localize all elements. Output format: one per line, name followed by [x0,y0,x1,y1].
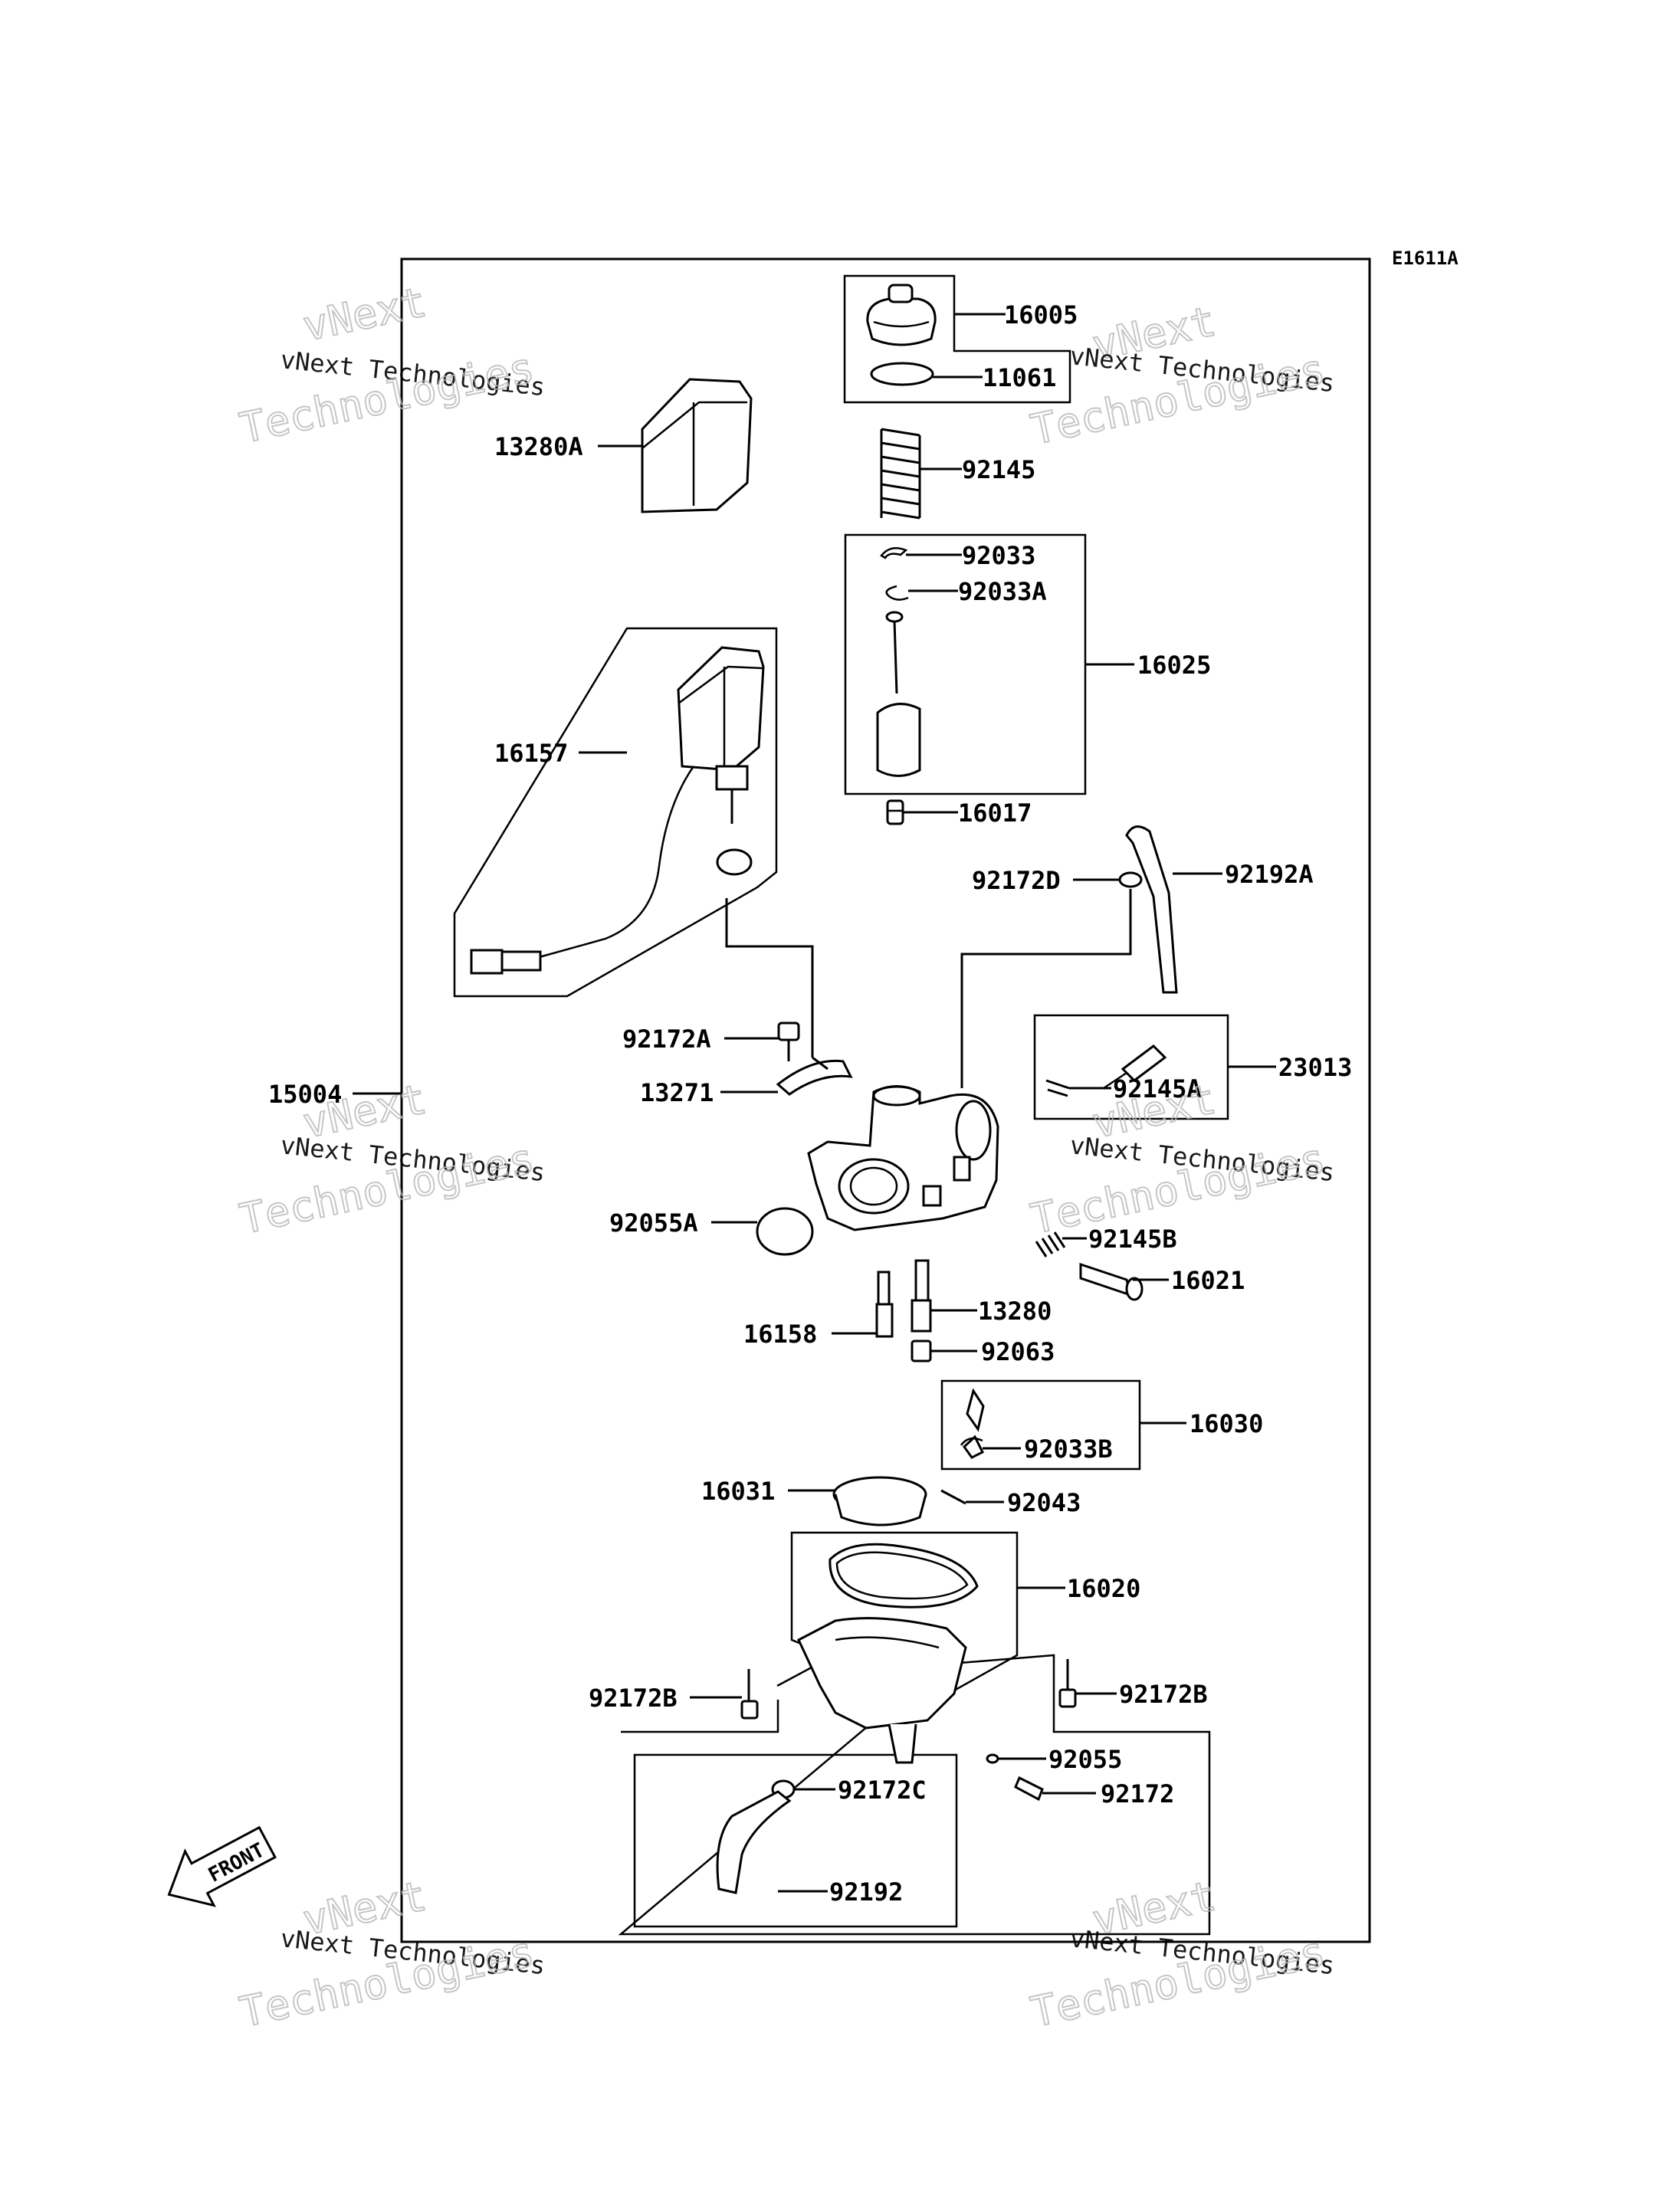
label-92033: 92033 [962,541,1035,570]
part-oring-92055A [756,1207,814,1256]
part-jet-13280 [911,1259,932,1333]
part-pin-92043 [940,1489,966,1505]
label-92063: 92063 [981,1337,1055,1366]
group-box-16005 [843,274,1071,404]
label-23013: 23013 [1278,1053,1352,1082]
part-screw-92172B-left [740,1669,759,1720]
label-15004: 15004 [268,1080,342,1109]
label-16157: 16157 [494,739,568,768]
label-92192A: 92192A [1225,860,1314,889]
label-92172: 92172 [1101,1779,1174,1808]
label-92172B-left: 92172B [589,1684,678,1713]
part-spring-92145 [880,428,921,520]
part-jet-16158 [875,1271,894,1338]
label-13271: 13271 [640,1078,714,1107]
label-92145: 92145 [962,455,1035,484]
watermark-bottom-left: vNext vNext Technologies Technologies [235,1871,546,2037]
part-valve [876,703,921,777]
label-16025: 16025 [1137,651,1211,680]
connector-body [812,1056,829,1071]
part-floatvalve-16030 [963,1388,985,1459]
label-16158: 16158 [743,1320,817,1349]
group-box-92192 [633,1753,958,1928]
label-92192: 92192 [829,1877,903,1907]
watermark-mid-right: vNext vNext Technologies Technologies [1026,1074,1336,1244]
part-screw-16021 [1079,1262,1144,1301]
group-box-16030 [940,1379,1141,1471]
part-spring-92145B [1035,1231,1066,1258]
part-cover-13280A [641,378,753,513]
part-float-16031 [832,1476,927,1526]
diagram-code: E1611A [1392,248,1459,269]
label-16005: 16005 [1004,300,1078,330]
label-16031: 16031 [701,1477,775,1506]
part-eclip-92033A [885,585,909,601]
front-arrow: FRONT [167,1825,277,1907]
watermark-bottom-right: vNext vNext Technologies Technologies [1026,1871,1336,2037]
label-92033A: 92033A [958,577,1047,606]
label-92033B: 92033B [1024,1435,1113,1464]
svg-text:vNext: vNext [299,277,431,350]
label-13280A: 13280A [494,432,583,461]
part-carb-body-15004 [807,1085,999,1231]
part-needle [885,611,904,694]
part-choke-16157 [470,646,765,975]
part-cap-16005 [866,284,937,346]
part-bowl-16020 [797,1543,979,1764]
part-ring-11061 [870,362,934,386]
label-92172B-right: 92172B [1119,1680,1208,1709]
group-box-16157 [453,627,778,998]
label-92145B: 92145B [1088,1225,1177,1254]
label-16020: 16020 [1067,1574,1140,1603]
part-jet-16017 [886,799,904,825]
label-92145A: 92145A [1113,1074,1202,1103]
part-clip-92033 [880,546,908,559]
label-16021: 16021 [1171,1266,1245,1295]
part-screw-23013 [1045,1044,1167,1097]
label-13280: 13280 [978,1297,1052,1326]
part-nut-92063 [911,1340,932,1362]
label-92172A: 92172A [622,1025,711,1054]
label-92055: 92055 [1048,1745,1122,1774]
part-tube-92192A [1125,825,1178,994]
part-screw-92172 [1014,1776,1044,1802]
part-screw-92172A [777,1021,800,1061]
label-16017: 16017 [958,798,1032,828]
label-92172C: 92172C [838,1776,927,1805]
label-16030: 16030 [1189,1409,1263,1438]
connector-choke [725,898,814,1058]
part-screw-92172B-right [1058,1659,1077,1708]
part-bracket-13271 [776,1059,853,1096]
connector-tube [960,889,1132,1088]
label-11061: 11061 [983,363,1056,392]
main-frame [400,257,1371,1943]
part-clip-92033B [960,1437,983,1446]
part-oring-92055 [986,1753,999,1764]
label-92055A: 92055A [609,1208,698,1238]
label-92043: 92043 [1007,1488,1081,1517]
part-tube-92192 [716,1790,792,1894]
watermark-top-left: vNext vNext Technologies Technologies [235,277,546,453]
part-clamp-92172D [1118,871,1143,888]
label-92172D: 92172D [972,866,1061,895]
